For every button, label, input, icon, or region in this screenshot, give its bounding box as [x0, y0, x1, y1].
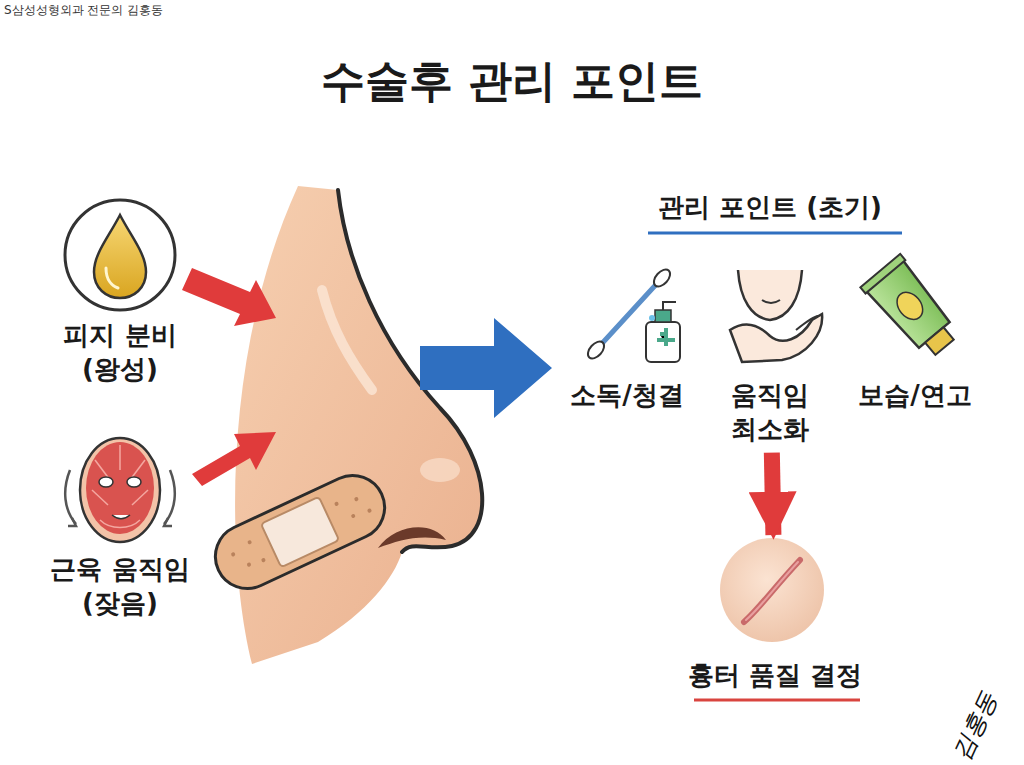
node-label: 소독/청결 — [570, 379, 684, 413]
diagram-title: 수술후 관리 포인트 — [0, 52, 1024, 111]
node-label: 흉터 품질 결정 — [688, 659, 862, 693]
bandage — [205, 465, 395, 599]
watermark: S삼성성형외과 전문의 김홍동 — [4, 3, 163, 17]
flow-arrow — [772, 453, 774, 535]
nostril — [378, 527, 446, 548]
result-underline — [694, 699, 860, 702]
heading-underline — [648, 232, 902, 235]
ointment-tube-icon — [860, 254, 964, 364]
care-moisturize: 보습/연고 — [850, 262, 980, 419]
factor-muscle: 근육 움직임 (잦음) — [31, 425, 209, 627]
chin-hand-icon — [730, 270, 822, 362]
factor-oil: 피지 분비 (왕성) — [41, 195, 199, 393]
care-minimize-motion: 움직임 최소화 — [711, 262, 829, 453]
node-label: 움직임 최소화 — [711, 379, 829, 447]
nose-skin — [235, 186, 482, 664]
signature: 김홍동 — [947, 688, 1004, 765]
care-disinfect: 소독/청결 — [562, 262, 692, 419]
scar-skin-icon — [720, 538, 824, 642]
node-label: 근육 움직임 (잦음) — [31, 553, 209, 621]
nose-highlight — [322, 290, 372, 390]
node-label: 피지 분비 (왕성) — [41, 319, 199, 387]
nose-illustration — [205, 186, 482, 664]
blue-flow-arrow — [420, 318, 552, 418]
muscle-face-icon — [65, 438, 175, 542]
node-label: 보습/연고 — [858, 379, 972, 413]
oil-icon — [65, 200, 175, 310]
swab-bottle-icon — [585, 267, 680, 362]
result-scar-quality: 흉터 품질 결정 — [660, 535, 890, 699]
section-heading: 관리 포인트 (초기) — [658, 192, 882, 223]
red-pointer-arrows — [182, 268, 276, 486]
nose-tip-highlight — [420, 458, 460, 482]
